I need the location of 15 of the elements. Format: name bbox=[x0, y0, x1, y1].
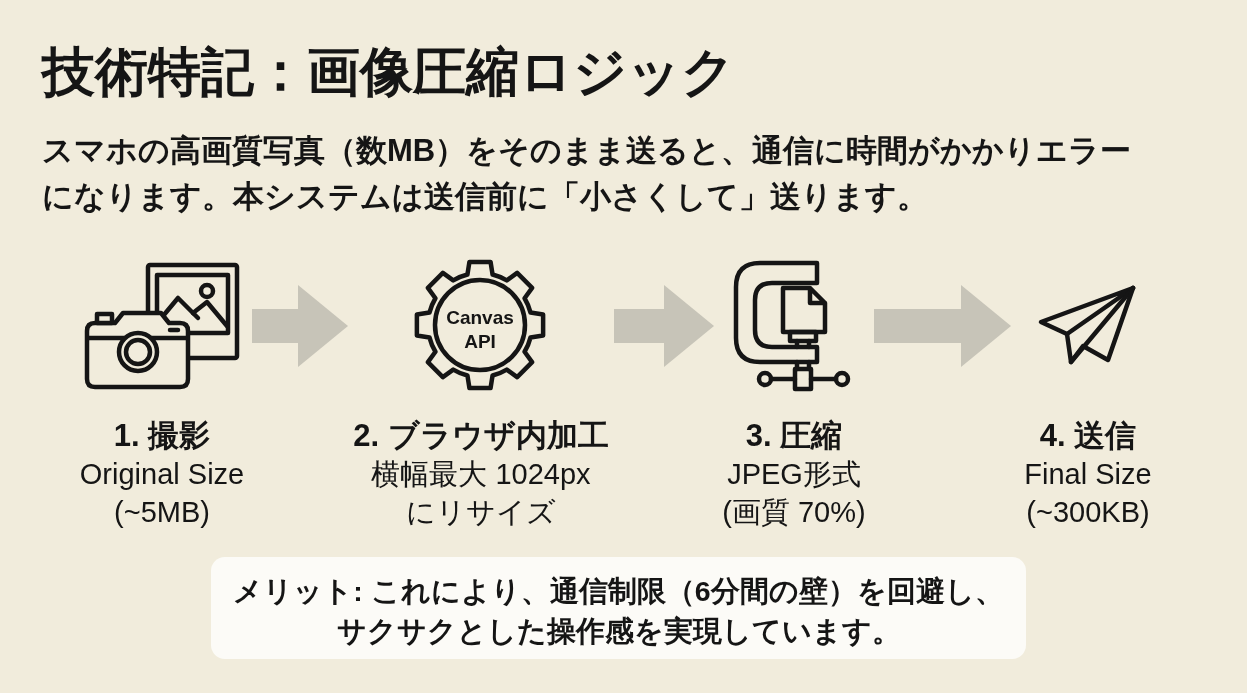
step-description: Final Size (~300KB) bbox=[1023, 457, 1153, 530]
step-description: JPEG形式 (画質 70%) bbox=[721, 457, 867, 530]
step-title: 2. ブラウザ内加工 bbox=[353, 417, 609, 455]
arrow bbox=[614, 285, 714, 367]
step-title: 1. 撮影 bbox=[113, 417, 211, 455]
icon-label: Canvas API bbox=[445, 306, 515, 354]
step-title: 4. 送信 bbox=[1039, 417, 1137, 455]
step-description: 横幅最大 1024px にリサイズ bbox=[370, 457, 592, 530]
step-title: 3. 圧縮 bbox=[745, 417, 843, 455]
arrow bbox=[252, 285, 348, 367]
arrow bbox=[874, 285, 1011, 367]
title: 技術特記：画像圧縮ロジック bbox=[42, 41, 735, 103]
step-description: Original Size (~5MB) bbox=[78, 457, 246, 530]
intro-text: スマホの高画質写真（数MB）をそのまま送ると、通信に時間がかかりエラーになります。本システムは送信前に「小さくして」送ります。 bbox=[42, 132, 1132, 216]
note-box: メリット: これにより、通信制限（6分間の壁）を回避し、サクサクとした操作感を実現しています。 bbox=[211, 557, 1026, 659]
